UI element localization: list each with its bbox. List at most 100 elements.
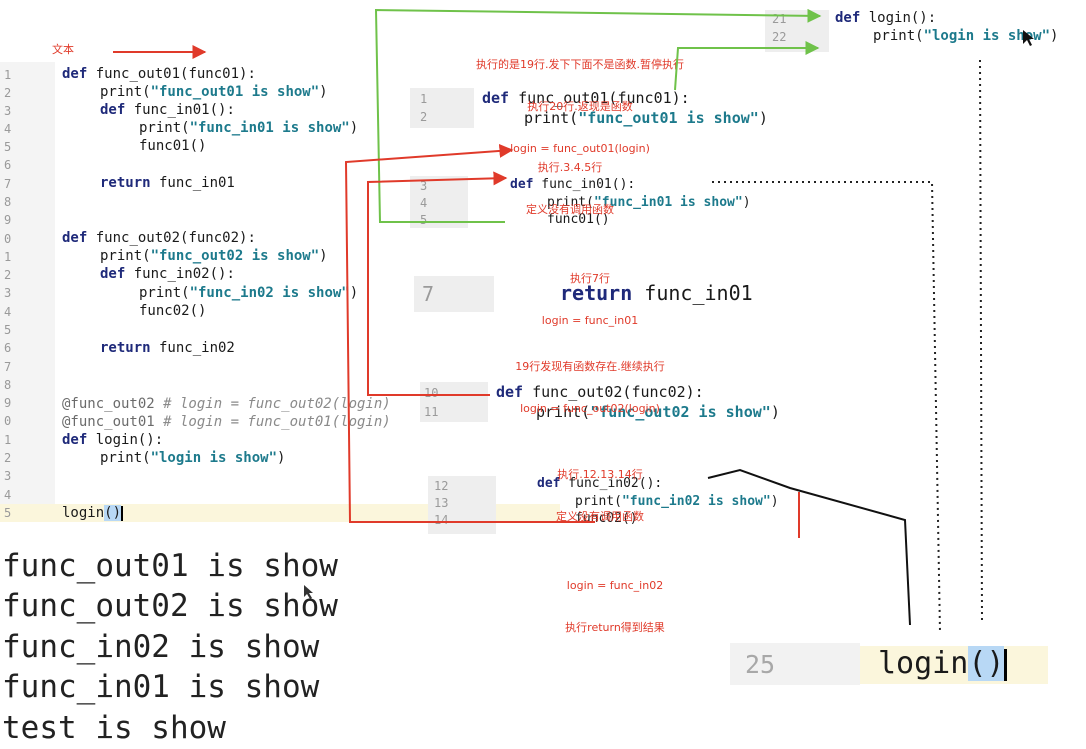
code-line: print("func_out01 is show") xyxy=(100,84,328,100)
code-text: ) xyxy=(319,248,328,264)
line-number: 3 xyxy=(420,179,428,193)
code-text: ) xyxy=(770,403,780,421)
annotation-line: 执行7行 xyxy=(570,272,610,285)
annotation-block: 执行.12.13.14行 定义没有调用函数 xyxy=(515,440,685,538)
line-number: 6 xyxy=(4,341,12,355)
code-line[interactable]: login() xyxy=(878,646,1008,681)
line-number: 8 xyxy=(4,195,12,209)
code-text: ) xyxy=(349,285,359,301)
code-line: return func_in02 xyxy=(100,340,235,356)
keyword: return xyxy=(100,340,151,356)
code-text: ) xyxy=(319,84,328,100)
code-text: ) xyxy=(349,120,359,136)
decorator: @func_out02 xyxy=(62,396,155,412)
line-number: 1 xyxy=(420,92,428,106)
code-text: login(): xyxy=(860,10,937,26)
code-text: func_in01(): xyxy=(125,102,235,118)
decorator: @func_out01 xyxy=(62,414,155,430)
string-literal: "func_out02 is show" xyxy=(150,248,320,264)
code-line[interactable]: login() xyxy=(62,505,124,521)
line-number: 25 xyxy=(745,650,776,679)
annotation-block: 执行7行 login = func_in01 xyxy=(510,244,670,342)
code-text: ) xyxy=(742,195,751,210)
line-number: 7 xyxy=(4,360,12,374)
snippet-gutter xyxy=(730,643,860,685)
annotation-line: 定义没有调用函数 xyxy=(556,510,644,523)
string-literal: "login is show" xyxy=(150,450,278,466)
annotation-line: login = func_in02 xyxy=(566,579,664,592)
code-text: func_out02(func02): xyxy=(87,230,256,246)
line-number: 4 xyxy=(4,122,12,136)
annotation-line: 定义没有调用函数 xyxy=(526,203,614,216)
line-number: 7 xyxy=(422,282,435,306)
code-line: print("login is show") xyxy=(100,450,285,466)
output-line: test is show xyxy=(2,710,226,746)
annotation-line: login = func_out02(login) xyxy=(520,402,660,415)
code-text: print( xyxy=(139,120,190,136)
comment: # login = func_out02(login) xyxy=(154,396,391,412)
code-text: func_out01(func01): xyxy=(87,66,256,82)
code-line: def login(): xyxy=(835,10,936,26)
matched-parens: () xyxy=(968,646,1005,681)
code-line: print("login is show") xyxy=(873,28,1058,44)
line-number: 1 xyxy=(4,68,12,82)
line-number: 2 xyxy=(420,110,428,124)
line-number: 5 xyxy=(420,213,428,227)
keyword: def xyxy=(62,432,88,448)
code-text: print( xyxy=(100,450,151,466)
line-number: 2 xyxy=(4,268,12,282)
line-number: 0 xyxy=(4,414,12,428)
code-text: ) xyxy=(758,109,768,127)
code-text: func_in02(): xyxy=(125,266,235,282)
annotation-line: 执行.3.4.5行 xyxy=(537,161,603,174)
line-number: 9 xyxy=(4,396,12,410)
line-number: 4 xyxy=(420,196,428,210)
annotation-block: login = func_in02 执行return得到结果 xyxy=(530,551,700,649)
annotation-line: 执行20行.返现是函数 xyxy=(527,100,633,113)
annotation-line: login = func_in01 xyxy=(541,314,639,327)
line-gutter xyxy=(0,62,55,522)
line-number: 5 xyxy=(4,323,12,337)
code-line: return func_in01 xyxy=(100,175,235,191)
output-line: func_in02 is show xyxy=(2,629,320,665)
top-note-label: 文本 xyxy=(52,43,74,56)
keyword: def xyxy=(835,10,861,26)
output-line: func_out01 is show xyxy=(2,548,338,584)
line-number: 1 xyxy=(4,250,12,264)
code-line: func01() xyxy=(139,138,207,154)
annotation-line: 执行.12.13.14行 xyxy=(557,468,643,481)
code-text: login xyxy=(878,646,969,681)
line-number: 4 xyxy=(4,305,12,319)
string-literal: "login is show" xyxy=(923,28,1051,44)
line-number: 2 xyxy=(4,451,12,465)
line-number: 9 xyxy=(4,213,12,227)
code-line: def login(): xyxy=(62,432,163,448)
keyword: return xyxy=(100,175,151,191)
code-text: print( xyxy=(100,84,151,100)
keyword: def xyxy=(62,230,88,246)
code-line: def func_in02(): xyxy=(100,266,235,282)
annotation-line: 执行的是19行.发下下面不是函数.暂停执行 xyxy=(476,58,684,71)
code-line: @func_out02 # login = func_out02(login) xyxy=(62,396,391,412)
keyword: def xyxy=(100,102,126,118)
line-number: 0 xyxy=(4,232,12,246)
code-text: ) xyxy=(770,494,779,509)
line-number: 3 xyxy=(4,104,12,118)
dotted-connector xyxy=(979,59,983,623)
line-number: 11 xyxy=(424,405,439,419)
snippet-gutter xyxy=(410,176,468,228)
current-line-highlight xyxy=(860,646,1048,684)
string-literal: "func_in02 is show" xyxy=(189,285,350,301)
code-line: def func_in01(): xyxy=(100,102,235,118)
matched-parens: () xyxy=(104,505,122,521)
line-number: 5 xyxy=(4,506,12,520)
line-number: 7 xyxy=(4,177,12,191)
code-text: func_in02 xyxy=(150,340,235,356)
code-line: print("func_in02 is show") xyxy=(139,285,358,301)
keyword: def xyxy=(62,66,88,82)
line-number: 12 xyxy=(434,479,449,493)
annotation-block: 19行发现有函数存在.继续执行 login = func_out02(login… xyxy=(475,332,705,430)
annotation-line: 执行return得到结果 xyxy=(565,621,665,634)
code-text: ) xyxy=(277,450,286,466)
output-line: func_in01 is show xyxy=(2,669,320,705)
